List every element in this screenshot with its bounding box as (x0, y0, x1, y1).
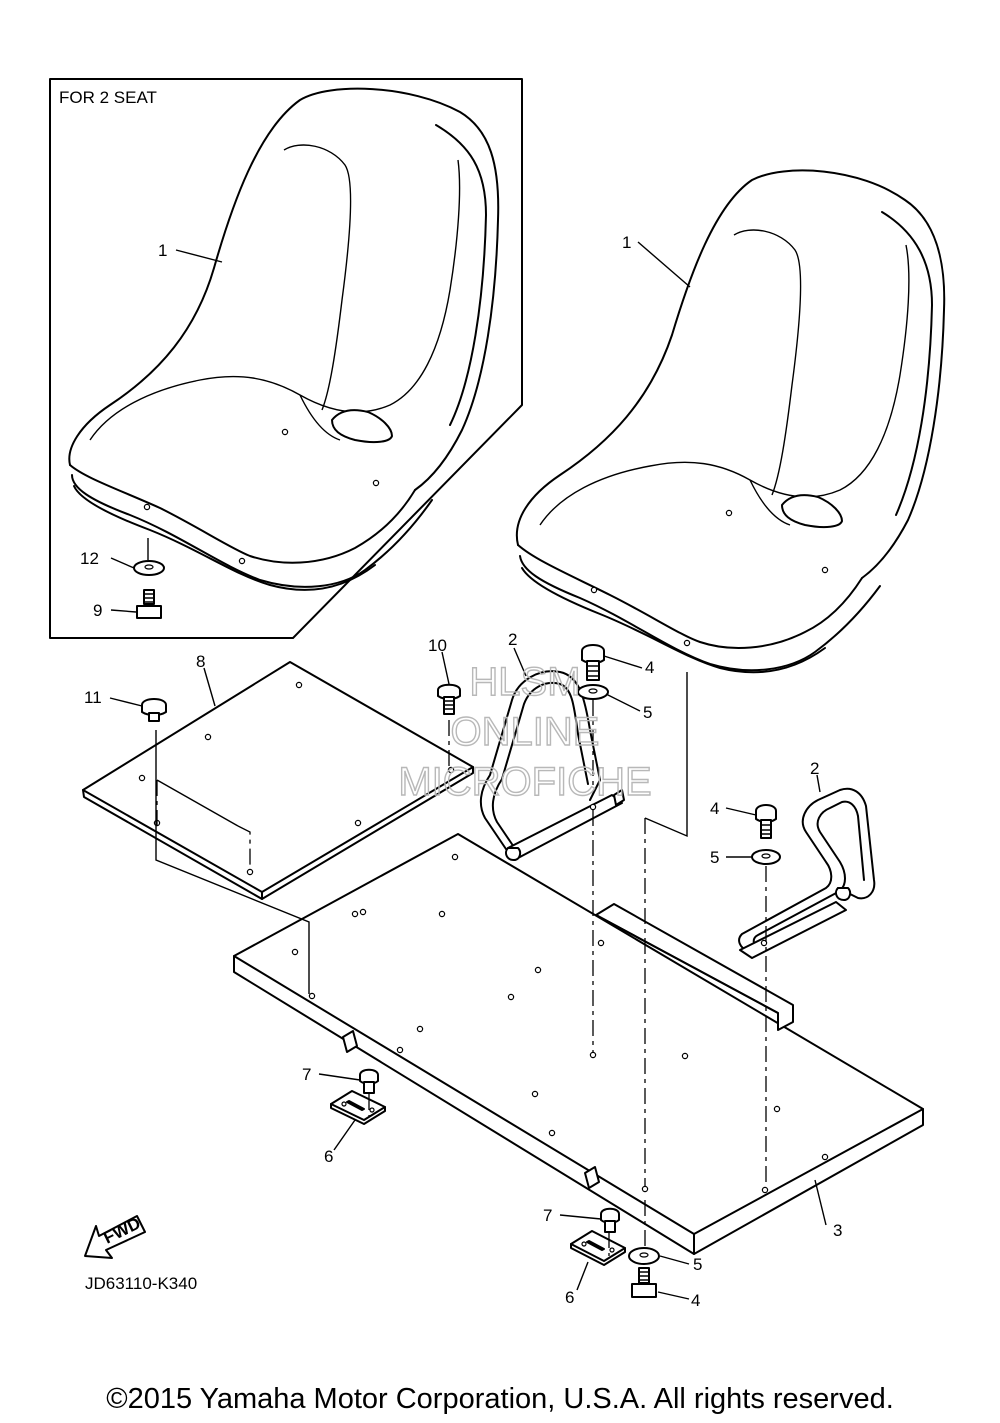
callout-10: 10 (428, 636, 447, 655)
callout-6-left: 6 (324, 1147, 333, 1166)
callout-5-bottom: 5 (693, 1255, 702, 1274)
seat-main (515, 169, 946, 674)
callout-4-right: 4 (710, 799, 719, 818)
callout-11: 11 (84, 688, 102, 707)
washer-icon (577, 684, 609, 700)
screw-icon (600, 1207, 620, 1233)
inset-frame (49, 78, 523, 639)
seat-guard-right (738, 787, 876, 959)
callout-1-main: 1 (622, 233, 631, 252)
screw-icon (437, 683, 461, 715)
callout-8: 8 (196, 652, 205, 671)
washer-icon (628, 1247, 660, 1265)
callout-1-inset: 1 (158, 241, 167, 260)
svg-text:ONLINE: ONLINE (451, 710, 600, 754)
callout-4-bottom: 4 (691, 1291, 700, 1310)
callout-4-top: 4 (645, 658, 654, 677)
bolt-icon (755, 804, 777, 839)
screw-icon (359, 1068, 379, 1094)
hinge-bracket-left (330, 1090, 386, 1125)
callout-2-right: 2 (810, 759, 819, 778)
plug-icon (141, 698, 167, 722)
callout-7-left: 7 (302, 1065, 311, 1084)
callout-5-right: 5 (710, 848, 719, 867)
assembly-lines (155, 672, 767, 1256)
callout-5-top: 5 (643, 703, 652, 722)
cover-plate (82, 661, 474, 900)
svg-text:HLSM: HLSM (469, 660, 580, 704)
callout-12: 12 (80, 549, 99, 568)
copyright-text: ©2015 Yamaha Motor Corporation, U.S.A. A… (106, 1383, 894, 1415)
callout-2-left: 2 (508, 630, 517, 649)
leader-lines (109, 241, 827, 1300)
svg-text:MICROFICHE: MICROFICHE (398, 760, 651, 804)
watermark: HLSM ONLINE MICROFICHE (398, 659, 653, 804)
washer-icon (751, 849, 781, 865)
base-panel (233, 833, 924, 1255)
inset-title: FOR 2 SEAT (59, 88, 157, 107)
bolt-icon (581, 644, 605, 681)
fwd-arrow-icon: FWD (84, 1214, 146, 1259)
diagram-code: JD63110-K340 (85, 1274, 197, 1293)
washer-icon (133, 560, 165, 576)
seat-inset (68, 87, 500, 591)
callout-7-bottom: 7 (543, 1206, 552, 1225)
bolt-icon (631, 1267, 657, 1298)
callout-3: 3 (833, 1221, 842, 1240)
callout-6-bottom: 6 (565, 1288, 574, 1307)
callout-9: 9 (93, 601, 102, 620)
bolt-icon (136, 589, 162, 619)
hinge-bracket-bottom (570, 1230, 626, 1266)
